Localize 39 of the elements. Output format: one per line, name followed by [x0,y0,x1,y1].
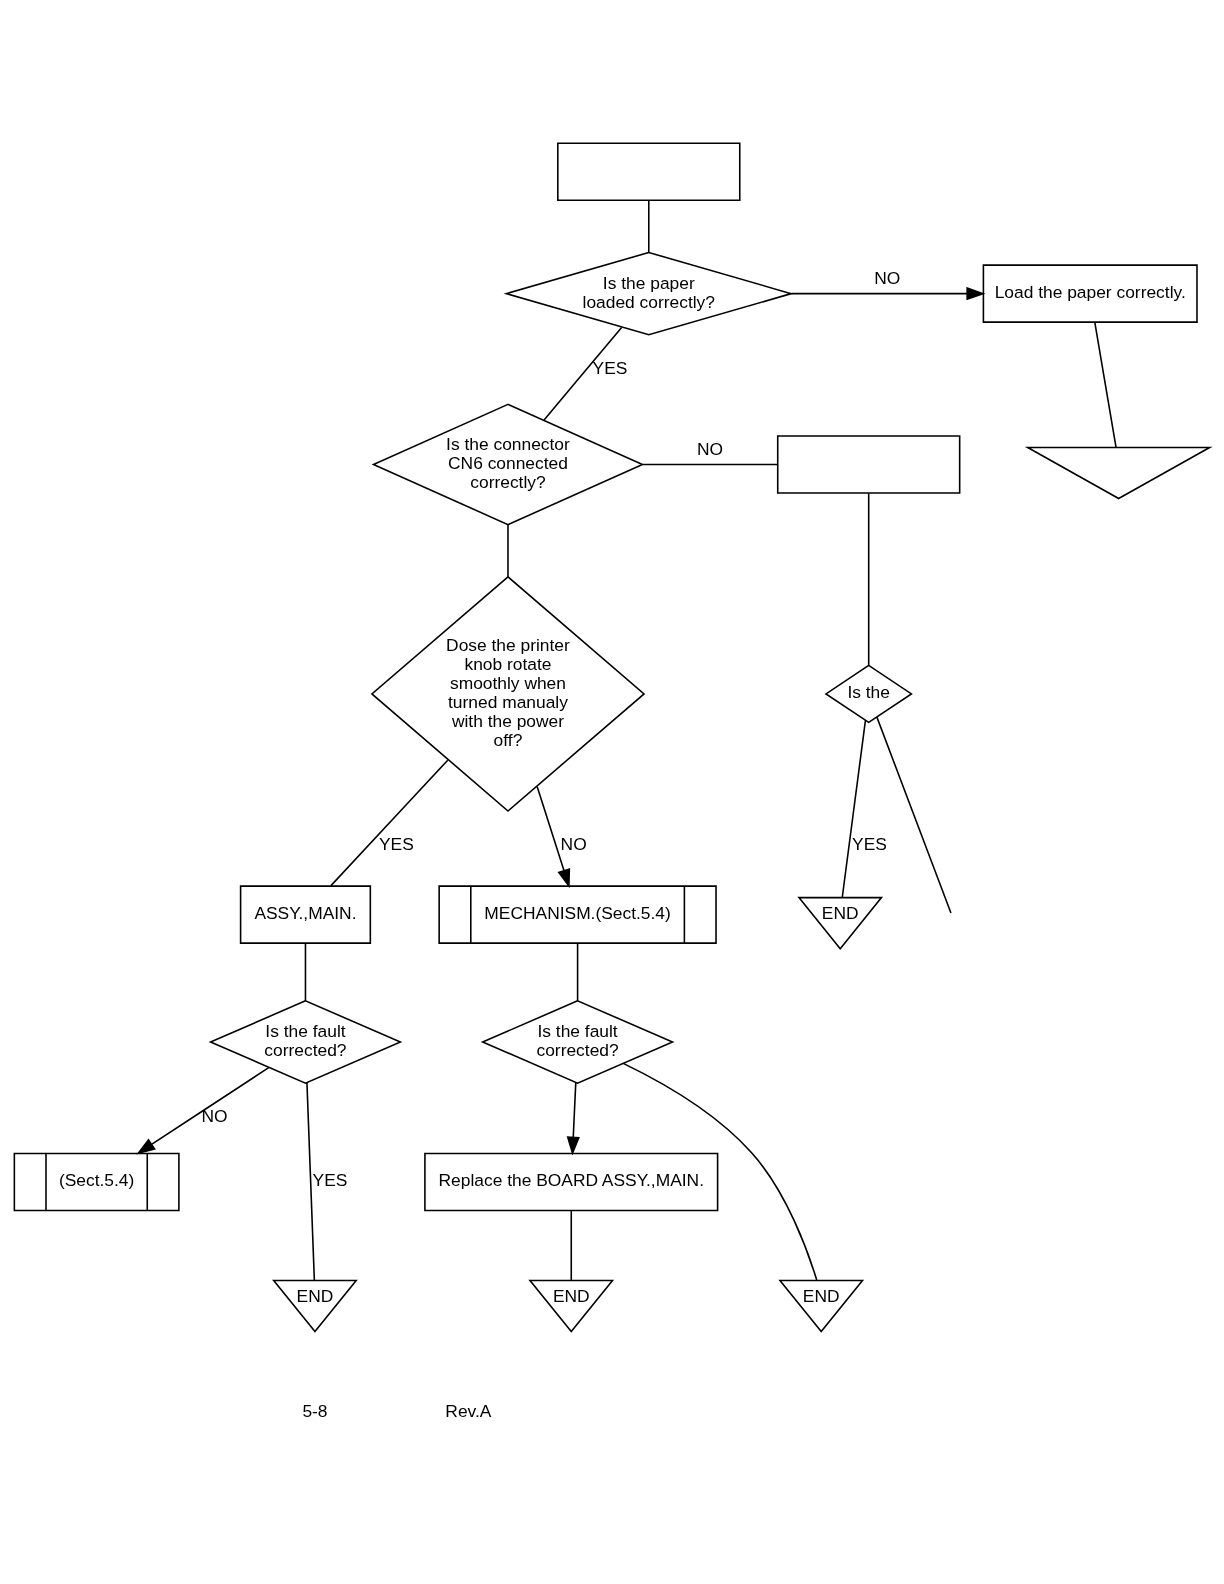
node-box: Load the paper correctly. [982,264,1198,323]
label: Rev.A [445,1400,492,1421]
node-box [776,435,961,494]
arrow [790,286,986,301]
node-diamond: Is the fault corrected? [480,999,675,1084]
connector [1094,321,1117,448]
label: 5-8 [302,1400,328,1421]
node-box [557,142,741,202]
node-diamond: Is the [824,664,913,724]
node-diamond: Is the fault corrected? [208,999,403,1084]
edge-label: NO [560,834,587,855]
edge-label: YES [379,834,414,855]
edge-label: NO [874,267,901,288]
connector [576,942,579,1002]
node-box: Replace the BOARD ASSY.,MAIN. [424,1152,719,1212]
connector [306,1082,316,1281]
connector [507,524,509,578]
edge-label: YES [592,358,628,378]
edge-label: YES [852,834,887,855]
arrow [136,1066,270,1155]
connector [570,1210,573,1282]
edge-label: YES [312,1170,348,1191]
connector [648,199,650,253]
connector [867,492,870,666]
connector [622,1062,818,1281]
connector [841,719,867,899]
edge-label: NO [697,438,724,459]
node-diamond: Is the connector CN6 connected correctly? [371,403,645,526]
edge-label: NO [201,1106,228,1127]
arrow [566,1081,580,1156]
connector [876,716,952,914]
connector [642,463,779,466]
node-triangle [1024,446,1213,500]
connector [304,942,307,1002]
arrow [536,785,571,889]
node-diamond: Dose the printer knob rotate smoothly when turned manualy with the power off? [370,575,646,813]
connector [543,326,623,421]
connector [330,759,449,887]
node-box: ASSY.,MAIN. [239,885,372,944]
